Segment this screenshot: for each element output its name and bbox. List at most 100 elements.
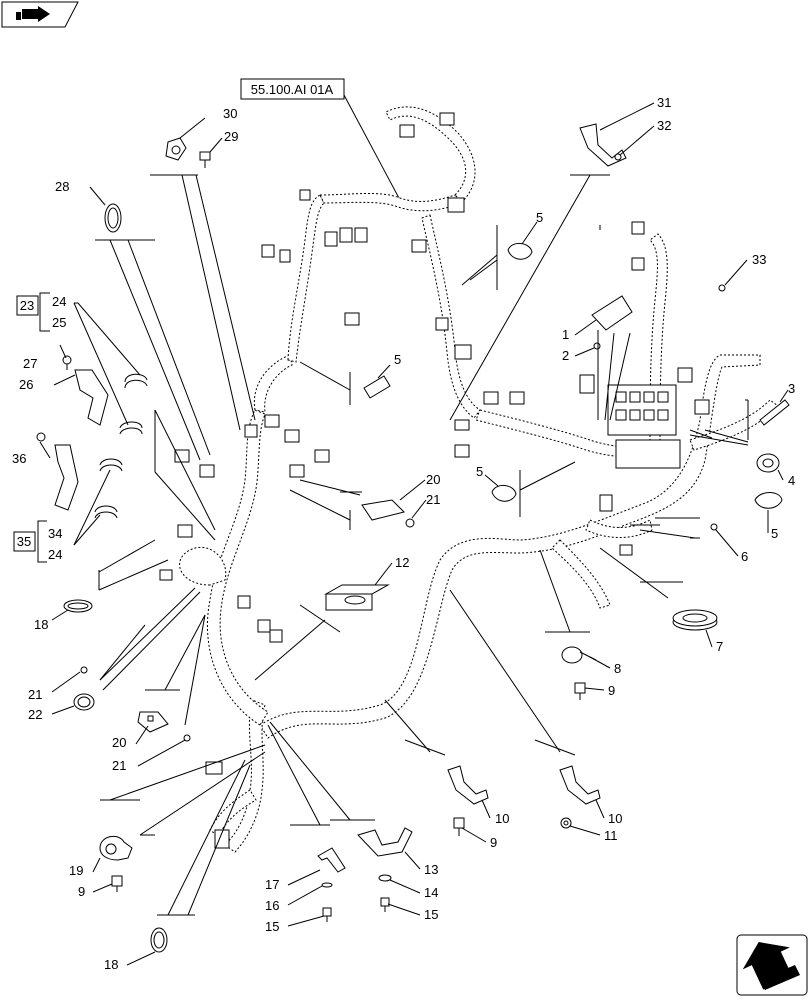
callout-24-b: 24: [48, 547, 62, 562]
part-21-nut[interactable]: [80, 666, 88, 674]
part-20-bracket[interactable]: [137, 711, 169, 733]
callout-34: 34: [48, 526, 62, 541]
part-9-screw-a[interactable]: [111, 875, 123, 892]
view-direction-arrow-icon[interactable]: [1, 1, 79, 28]
callout-26: 26: [19, 377, 33, 392]
part-18-cable-tie-b[interactable]: [150, 927, 168, 953]
callout-2: 2: [562, 348, 569, 363]
part-15-screw-a[interactable]: [322, 907, 332, 922]
part-8-clamp[interactable]: [561, 646, 597, 664]
part-9-screw-c[interactable]: [574, 682, 586, 700]
reference-box[interactable]: 55.100.AI 01A: [240, 78, 401, 201]
callout-9-c: 9: [608, 683, 615, 698]
callout-8: 8: [614, 661, 621, 676]
callout-10-b: 10: [608, 811, 622, 826]
part-16-washer[interactable]: [321, 882, 333, 888]
callout-21: 21: [28, 687, 42, 702]
part-4-grommet[interactable]: [756, 453, 780, 473]
part-6-screw[interactable]: [710, 523, 718, 531]
callout-20: 20: [112, 735, 126, 750]
callout-29: 29: [224, 129, 238, 144]
callout-18-b: 18: [104, 957, 118, 972]
callout-15-b: 15: [424, 907, 438, 922]
part-5-cable-tie-a[interactable]: [754, 492, 783, 509]
callout-7: 7: [716, 639, 723, 654]
callout-6: 6: [741, 549, 748, 564]
callout-20-b: 20: [426, 472, 440, 487]
part-5-cable-tie-c[interactable]: [363, 375, 391, 399]
part-21-nut-b[interactable]: [183, 734, 191, 742]
callout-25: 25: [52, 315, 66, 330]
part-28-cable-tie[interactable]: [104, 203, 122, 233]
part-20-bracket-b[interactable]: [361, 499, 405, 521]
callout-14: 14: [424, 885, 438, 900]
part-24-hook[interactable]: [124, 373, 148, 389]
callout-11: 11: [604, 828, 618, 843]
part-31-bracket[interactable]: [579, 123, 627, 167]
callout-19: 19: [69, 863, 83, 878]
part-25-hook[interactable]: [119, 421, 143, 435]
main-harness: [179, 106, 779, 853]
callout-5-c: 5: [536, 210, 543, 225]
part-21-nut-c[interactable]: [405, 518, 415, 528]
part-27-screw[interactable]: [62, 355, 72, 370]
part-10-bracket-a[interactable]: [447, 765, 489, 805]
part-2-screw[interactable]: [593, 342, 601, 350]
part-19-clamp[interactable]: [99, 835, 133, 861]
part-24-hook-b[interactable]: [94, 458, 123, 519]
part-9-screw-b[interactable]: [453, 817, 465, 836]
callout-15: 15: [265, 919, 279, 934]
callout-28: 28: [55, 179, 69, 194]
callout-32: 32: [657, 118, 671, 133]
callout-9: 9: [78, 884, 85, 899]
harness-connectors: [159, 112, 645, 849]
callout-5-d: 5: [394, 352, 401, 367]
callout-36: 36: [12, 451, 26, 466]
callout-21-c: 21: [426, 492, 440, 507]
part-11-nut[interactable]: [560, 817, 572, 829]
part-3-strip[interactable]: [759, 399, 790, 426]
callout-3: 3: [788, 381, 795, 396]
part-12-grommet-block[interactable]: [324, 584, 390, 611]
callout-27: 27: [23, 356, 37, 371]
part-32-screw[interactable]: [614, 153, 622, 161]
part-17-clip[interactable]: [317, 847, 346, 873]
callout-5: 5: [771, 526, 778, 541]
group-35: 35: [13, 520, 47, 563]
reference-box-label: 55.100.AI 01A: [251, 82, 334, 97]
part-14-washer[interactable]: [378, 874, 392, 882]
callout-17: 17: [265, 877, 279, 892]
part-5-cable-tie-b[interactable]: [507, 243, 533, 260]
part-34-bracket[interactable]: [54, 444, 79, 511]
group-23: 23: [16, 292, 50, 332]
callout-4: 4: [788, 473, 795, 488]
part-33-screw[interactable]: [718, 284, 726, 292]
callout-24: 24: [52, 294, 66, 309]
next-page-arrow-icon[interactable]: [735, 931, 808, 996]
callout-10: 10: [495, 811, 509, 826]
part-18-cable-tie[interactable]: [63, 599, 93, 613]
part-13-bracket[interactable]: [357, 827, 413, 857]
part-1-bracket[interactable]: [591, 295, 633, 331]
part-36-screw[interactable]: [36, 432, 46, 442]
callout-31: 31: [657, 95, 671, 110]
group-23-label: 23: [20, 298, 34, 313]
part-7-grommet[interactable]: [672, 609, 718, 631]
group-35-label: 35: [17, 534, 31, 549]
part-26-bracket[interactable]: [74, 369, 109, 426]
callout-13: 13: [424, 862, 438, 877]
part-5-cable-tie-d[interactable]: [491, 485, 517, 502]
leader-lines: [39, 102, 789, 966]
part-22-clamp[interactable]: [73, 693, 95, 711]
callout-labels: 30 29 28 24 25 27 26 36 34 24 18 21 22 2…: [12, 95, 795, 972]
callout-22: 22: [28, 707, 42, 722]
part-30-clip[interactable]: [165, 137, 187, 161]
callout-30: 30: [223, 106, 237, 121]
part-10-bracket-b[interactable]: [559, 765, 601, 805]
callout-18: 18: [34, 617, 48, 632]
part-15-screw-b[interactable]: [380, 897, 390, 912]
callout-9-b: 9: [490, 835, 497, 850]
callout-33: 33: [752, 252, 766, 267]
callout-16: 16: [265, 898, 279, 913]
part-29-screw[interactable]: [199, 151, 211, 168]
